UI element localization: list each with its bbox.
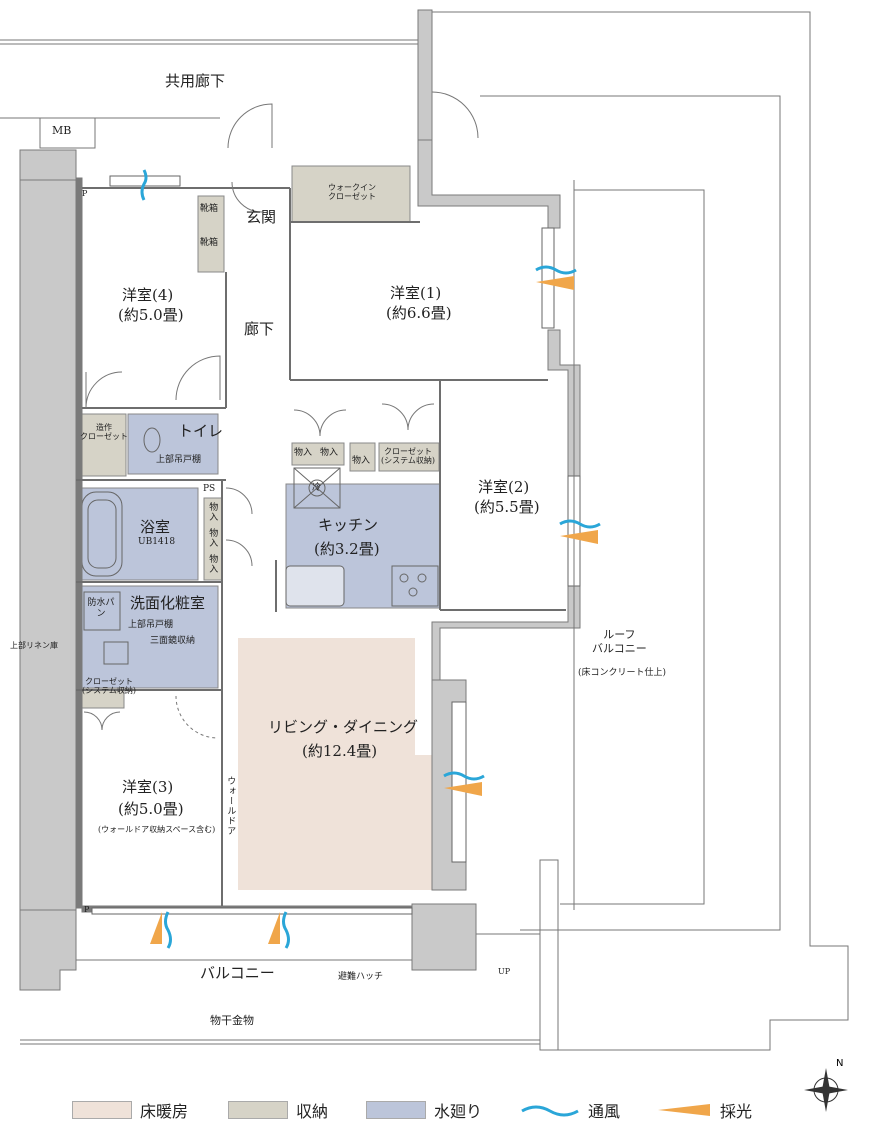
label-upper-cabinet-1: 上部吊戸棚 xyxy=(156,455,202,465)
svg-text:N: N xyxy=(836,1058,843,1069)
label-storage-1: 物入 xyxy=(294,448,313,458)
label-western-2: 洋室(2) xyxy=(478,478,530,496)
label-western-3-size: (約5.0畳) xyxy=(118,800,184,818)
label-western-3: 洋室(3) xyxy=(122,778,174,796)
label-mirror-storage: 三面鏡収納 xyxy=(150,636,196,646)
legend-ventilation: 通風 xyxy=(520,1098,620,1122)
label-walk-in-closet: ウォークイン クローゼット xyxy=(328,183,376,201)
label-storage-3: 物入 xyxy=(352,456,371,466)
label-upper-cabinet-2: 上部吊戸棚 xyxy=(128,620,174,630)
label-storage-b: 物入 xyxy=(207,528,218,548)
living-floor-heating-area xyxy=(238,638,436,890)
label-common-corridor: 共用廊下 xyxy=(165,72,226,90)
label-shoe-cabinet-2: 靴箱 xyxy=(200,238,219,248)
label-roof-balcony-note: (床コンクリート仕上) xyxy=(578,668,667,678)
label-western-2-size: (約5.5畳) xyxy=(474,498,540,516)
label-ps: PS xyxy=(203,484,216,494)
vent-arrows xyxy=(140,169,601,949)
walls xyxy=(19,9,581,991)
label-kitchen-size: (約3.2畳) xyxy=(314,540,380,558)
label-shoe-cabinet-1: 靴箱 xyxy=(200,204,219,214)
label-washroom: 洗面化粧室 xyxy=(130,594,206,612)
label-evacuation-hatch: 避難ハッチ xyxy=(338,972,384,982)
label-storage-2: 物入 xyxy=(320,448,339,458)
label-western-4-size: (約5.0畳) xyxy=(118,306,184,324)
label-kitchen: キッチン xyxy=(318,516,379,534)
legend-floor-heating: 床暖房 xyxy=(72,1098,188,1122)
legend-swatch-water xyxy=(366,1101,426,1119)
label-toilet: トイレ xyxy=(178,422,224,440)
label-western-1: 洋室(1) xyxy=(390,284,442,302)
legend: 床暖房 収納 水廻り 通風 採光 xyxy=(0,1096,884,1122)
label-roof-balcony: ルーフ バルコニー xyxy=(592,628,647,655)
label-living-dining: リビング・ダイニング xyxy=(268,718,419,736)
windows xyxy=(91,175,581,915)
light-arrows xyxy=(150,276,598,944)
label-genkan: 玄関 xyxy=(246,208,277,226)
roof-balcony-outline xyxy=(20,11,849,1051)
label-fridge: 冷 xyxy=(312,483,322,493)
common-corridor-area xyxy=(0,39,418,149)
label-western-4: 洋室(4) xyxy=(122,286,174,304)
legend-water: 水廻り xyxy=(366,1098,482,1122)
legend-label-ventilation: 通風 xyxy=(588,1102,621,1121)
label-storage-c: 物入 xyxy=(207,554,218,574)
legend-label-daylight: 採光 xyxy=(720,1102,753,1121)
legend-swatch-storage xyxy=(228,1101,288,1119)
legend-label-floor-heating: 床暖房 xyxy=(140,1102,189,1121)
partitions xyxy=(76,187,566,906)
label-closet-system-1: クローゼット (システム収納) xyxy=(381,447,436,465)
fixtures xyxy=(81,427,439,665)
storage-areas xyxy=(77,165,440,709)
label-p-bottom: P xyxy=(84,905,90,914)
doors xyxy=(83,91,479,739)
label-balcony: バルコニー xyxy=(200,964,275,982)
legend-daylight: 採光 xyxy=(656,1098,752,1122)
legend-label-storage: 収納 xyxy=(296,1102,329,1121)
label-drying-rack: 物干金物 xyxy=(210,1014,254,1027)
label-made-closet: 造作 クローゼット xyxy=(80,423,128,441)
water-areas xyxy=(77,413,441,689)
label-waterproof-pan: 防水パン xyxy=(87,598,115,620)
label-p-top: P xyxy=(82,189,88,198)
label-western-3-note: (ウォールドア収納スペース含む) xyxy=(98,825,216,834)
label-mb: MB xyxy=(52,124,72,137)
ventilation-wave-icon xyxy=(521,1105,579,1117)
daylight-arrow-icon xyxy=(658,1104,710,1116)
legend-swatch-floor-heating xyxy=(72,1101,132,1119)
label-upper-linen: 上部リネン庫 xyxy=(10,641,58,650)
label-up: UP xyxy=(498,967,511,976)
label-hallway: 廊下 xyxy=(244,320,275,338)
legend-storage: 収納 xyxy=(228,1098,328,1122)
label-western-1-size: (約6.6畳) xyxy=(386,304,452,322)
label-storage-a: 物入 xyxy=(207,502,218,522)
label-bath: 浴室 xyxy=(140,518,171,536)
label-wall-door: ウォールドア xyxy=(225,776,236,836)
compass-rose: N xyxy=(804,1058,848,1112)
legend-label-water: 水廻り xyxy=(434,1102,483,1121)
label-closet-system-2: クローゼット (システム収納) xyxy=(82,677,137,695)
label-living-dining-size: (約12.4畳) xyxy=(302,742,378,760)
label-bath-unit: UB1418 xyxy=(138,537,176,547)
